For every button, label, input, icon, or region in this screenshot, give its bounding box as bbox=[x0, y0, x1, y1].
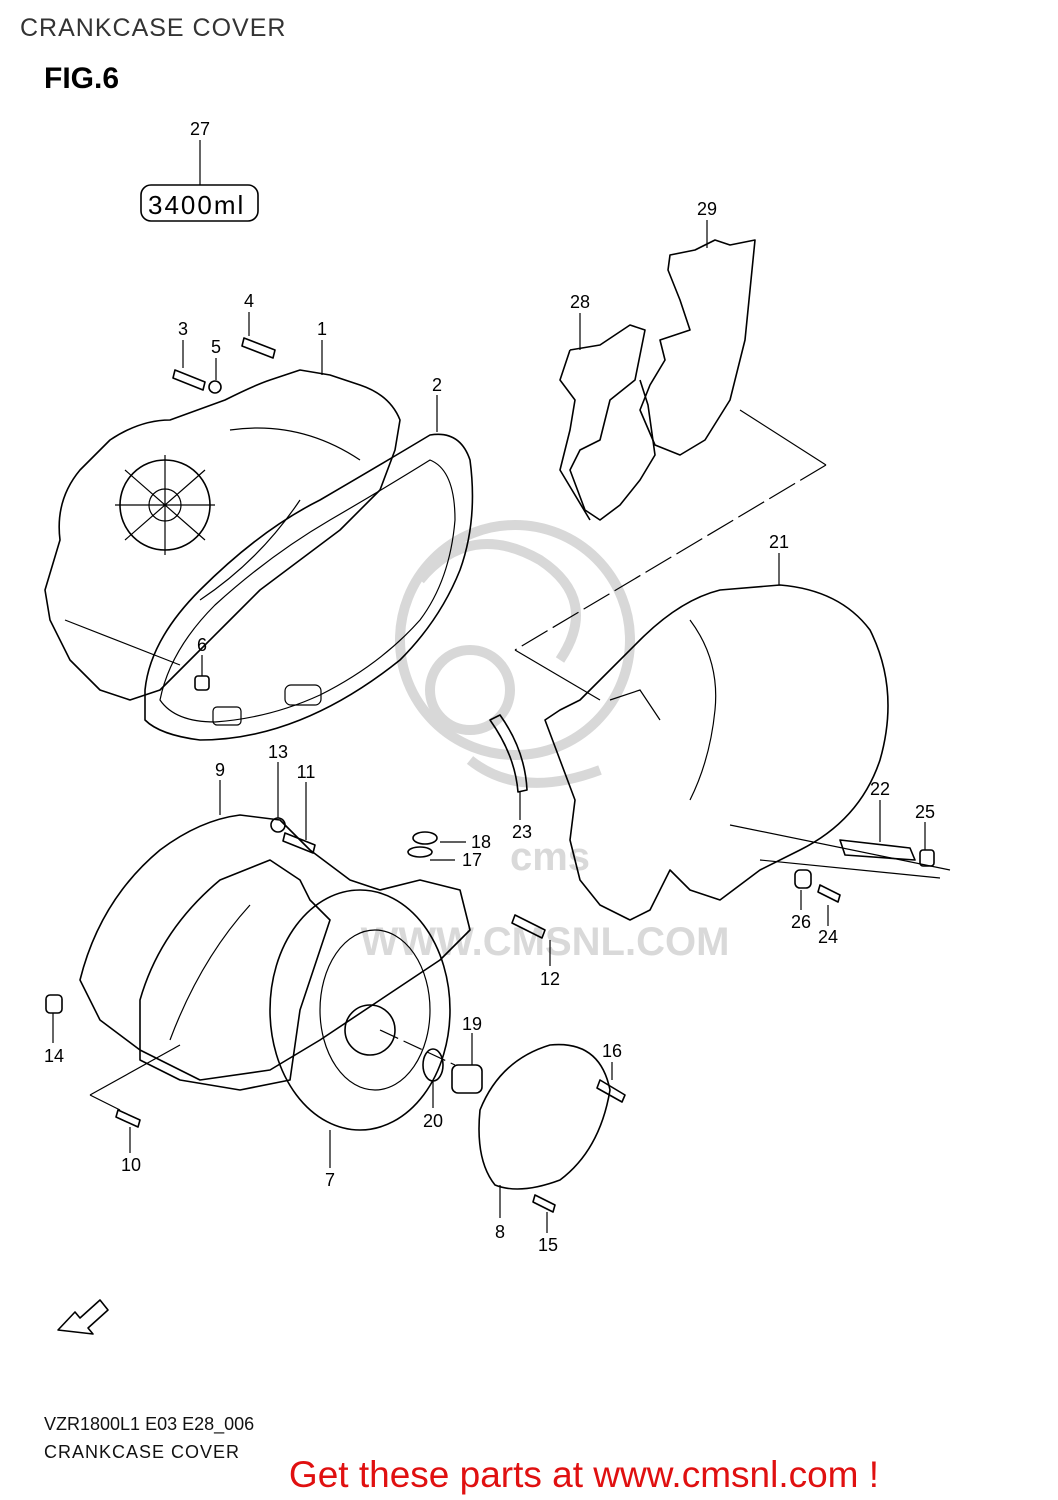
figure-number: FIG.6 bbox=[44, 62, 120, 95]
svg-text:3400ml: 3400ml bbox=[148, 190, 245, 220]
part-24-bolt bbox=[817, 884, 841, 903]
callout-3: 3 bbox=[178, 319, 188, 339]
part-26-grommet bbox=[794, 869, 812, 889]
part-25-nut bbox=[919, 849, 935, 867]
get-parts-link-text: Get these parts at www.cmsnl.com ! bbox=[288, 1454, 880, 1495]
svg-text:cms: cms bbox=[510, 835, 590, 879]
callout-18: 18 bbox=[471, 832, 491, 852]
callout-29: 29 bbox=[697, 199, 717, 219]
callout-10: 10 bbox=[121, 1155, 141, 1175]
callout-20: 20 bbox=[423, 1111, 443, 1131]
callout-leaders bbox=[52, 220, 926, 1233]
part-7-main-cover bbox=[139, 859, 451, 1131]
bolts-and-washers bbox=[45, 337, 626, 1213]
callout-5: 5 bbox=[211, 337, 221, 357]
callout-25: 25 bbox=[915, 802, 935, 822]
part-29-trim bbox=[639, 239, 756, 456]
part-21-outer-cover bbox=[544, 584, 889, 921]
callout-7: 7 bbox=[325, 1170, 335, 1190]
callout-13: 13 bbox=[268, 742, 288, 762]
callout-24: 24 bbox=[818, 927, 838, 947]
callout-2: 2 bbox=[432, 375, 442, 395]
callout-11: 11 bbox=[297, 762, 316, 782]
diagram-name: CRANKCASE COVER bbox=[44, 1442, 241, 1462]
page-title: CRANKCASE COVER bbox=[20, 14, 287, 42]
callout-labels: 1 2 3 4 5 6 7 8 9 10 11 12 13 14 15 16 1… bbox=[44, 119, 935, 1255]
watermark-url: WWW.CMSNL.COM bbox=[361, 920, 730, 964]
callout-19: 19 bbox=[462, 1014, 482, 1034]
cms-watermark: cms WWW.CMSNL.COM bbox=[361, 520, 730, 964]
callout-16: 16 bbox=[602, 1041, 622, 1061]
callout-8: 8 bbox=[495, 1222, 505, 1242]
part-1-inner-cover bbox=[44, 369, 401, 701]
part-2-gasket bbox=[144, 433, 474, 741]
callout-14: 14 bbox=[44, 1046, 64, 1066]
part-23-bracket bbox=[489, 714, 528, 793]
callout-1: 1 bbox=[317, 319, 327, 339]
get-parts-link[interactable]: Get these parts at www.cmsnl.com ! bbox=[0, 1454, 1058, 1496]
part-27-capacity-label: 3400ml bbox=[140, 140, 259, 222]
callout-17: 17 bbox=[462, 850, 482, 870]
callout-6: 6 bbox=[197, 635, 207, 655]
callout-27: 27 bbox=[190, 119, 210, 139]
callout-28: 28 bbox=[570, 292, 590, 312]
part-8-cover-plate bbox=[478, 1043, 611, 1190]
callout-26: 26 bbox=[791, 912, 811, 932]
model-code: VZR1800L1 E03 E28_006 bbox=[44, 1414, 255, 1434]
callout-4: 4 bbox=[244, 291, 254, 311]
callout-23: 23 bbox=[512, 822, 532, 842]
part-22-spacer bbox=[839, 839, 916, 861]
part-19-plug bbox=[451, 1064, 483, 1094]
fwd-arrow-icon bbox=[57, 1299, 109, 1335]
part-9-gasket bbox=[79, 814, 471, 1081]
callout-22: 22 bbox=[870, 779, 890, 799]
callout-12: 12 bbox=[540, 969, 560, 989]
part-28-trim bbox=[559, 324, 656, 521]
callout-15: 15 bbox=[538, 1235, 558, 1255]
callout-9: 9 bbox=[215, 760, 225, 780]
callout-21: 21 bbox=[769, 532, 789, 552]
